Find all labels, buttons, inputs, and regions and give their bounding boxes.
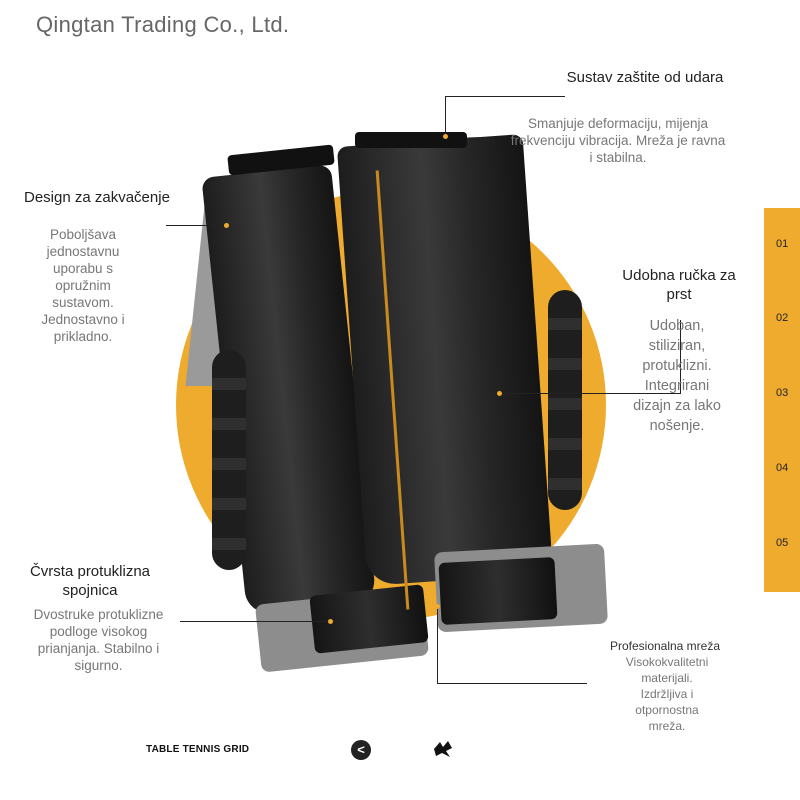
left-collar (309, 584, 429, 654)
impact-title: Sustav zaštite od udara (566, 69, 724, 86)
side-tab-bar: 01 02 03 04 05 (764, 208, 800, 592)
side-tab-02[interactable]: 02 (776, 312, 789, 324)
net-title: Profesionalna mreža (609, 639, 721, 653)
right-handle (336, 134, 554, 586)
grip-title: Udobna ručka za prst (622, 267, 736, 303)
clamp-title: Design za zakvačenje (24, 189, 170, 206)
callout-line (180, 621, 330, 622)
grip-desc: Udoban, stiliziran, protuklizni. Integri… (633, 318, 721, 434)
chevron-left-icon[interactable]: < (351, 740, 371, 760)
side-tab-05[interactable]: 05 (776, 537, 789, 549)
callout-line (166, 225, 226, 226)
grip-ridges-right (548, 290, 582, 510)
callout-dot (224, 223, 229, 228)
side-tab-04[interactable]: 04 (776, 462, 789, 474)
clamp-desc: Poboljšava jednostavnu uporabu s opružni… (41, 227, 125, 344)
connector-desc: Dvostruke protuklizne podloge visokog pr… (33, 607, 164, 673)
impact-desc: Smanjuje deformaciju, mijenja frekvencij… (510, 116, 726, 165)
callout-dot (497, 391, 502, 396)
callout-line (437, 606, 438, 684)
right-collar (438, 557, 558, 625)
callout-dot (443, 134, 448, 139)
connector-title: Čvrsta protuklizna spojnica (29, 563, 151, 599)
footer-title: TABLE TENNIS GRID (146, 744, 250, 755)
right-cap (355, 132, 467, 148)
brand-name: Qingtan Trading Co., Ltd. (36, 12, 290, 37)
callout-line (437, 683, 587, 684)
grip-ridges-left (212, 350, 246, 570)
callout-dot (328, 619, 333, 624)
side-tab-03[interactable]: 03 (776, 387, 789, 399)
callout-line (680, 320, 681, 394)
callout-line (500, 393, 680, 394)
side-tab-01[interactable]: 01 (776, 238, 789, 250)
callout-line (445, 96, 446, 136)
callout-dot (435, 604, 440, 609)
brand-logo-icon (432, 739, 454, 759)
net-desc: Visokokvalitetni materijali. Izdržljiva … (625, 655, 709, 733)
callout-line (445, 96, 565, 97)
